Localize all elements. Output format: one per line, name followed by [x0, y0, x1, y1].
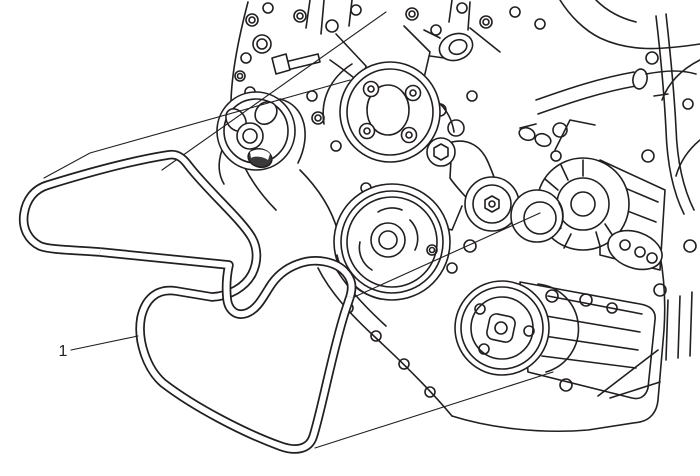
- callout-1-label: 1: [59, 343, 68, 360]
- engine-top-details: [234, 0, 546, 194]
- reference-line-upper-right: [161, 11, 387, 171]
- coolant-pipes: [518, 13, 697, 297]
- reference-line-upper-left: [43, 79, 351, 179]
- water-pump-pulley: [322, 61, 441, 163]
- belt-position-reference-lines: [43, 11, 554, 449]
- power-steering-pulley: [216, 91, 306, 171]
- idler-pulley: [510, 189, 564, 243]
- reference-line-compressor: [314, 371, 554, 449]
- ac-compressor: [454, 280, 661, 400]
- reference-line-idler: [351, 212, 541, 299]
- callout-1-leader-line: [70, 335, 139, 351]
- engine-block-outline: [218, 0, 700, 432]
- belt-tensioner: [426, 119, 520, 232]
- drive-belt: [18, 149, 357, 454]
- engine-assembly: [216, 0, 700, 432]
- callout-1: 1: [59, 335, 139, 360]
- crankshaft-pulley: [333, 183, 477, 301]
